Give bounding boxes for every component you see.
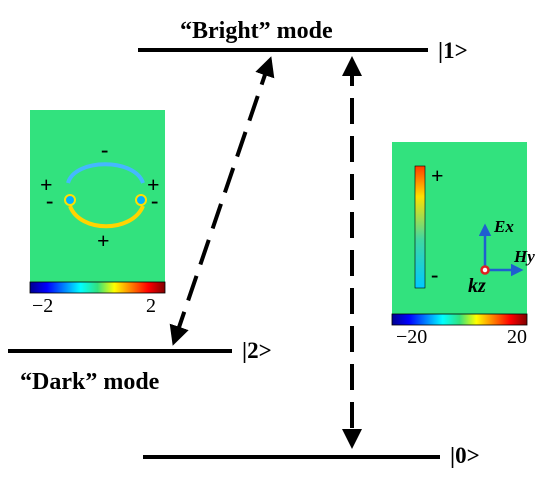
dark-mode-field-map: - + - + - + −2 2 xyxy=(29,110,166,317)
dark-sign-left-plus: + xyxy=(40,172,53,197)
dark-sign-top: - xyxy=(101,137,108,162)
kz-axis-label: kz xyxy=(468,275,486,297)
hy-axis-label: Hy xyxy=(513,247,535,266)
bright-map-background xyxy=(392,142,527,314)
bright-sign-plus: + xyxy=(431,163,444,188)
dark-state-label: |2> xyxy=(242,338,272,363)
bright-state-label: |1> xyxy=(438,38,468,63)
dark-colorbar-min: −2 xyxy=(32,295,53,317)
kz-axis-dot xyxy=(480,265,490,275)
bright-colorbar-max: 20 xyxy=(507,326,527,348)
dark-map-left-hotspot xyxy=(64,194,76,206)
bright-map-rod xyxy=(414,165,426,289)
dark-map-upper-arc xyxy=(66,162,145,184)
dark-map-right-hotspot xyxy=(135,194,147,206)
bright-sign-minus: - xyxy=(431,262,438,287)
dark-colorbar-max: 2 xyxy=(146,295,156,317)
bright-dark-coupling-arrow xyxy=(169,56,275,346)
dark-sign-right-plus: + xyxy=(147,172,160,197)
dark-mode-label: “Dark” mode xyxy=(20,369,160,395)
dark-colorbar xyxy=(29,281,166,294)
bright-colorbar xyxy=(391,313,528,326)
dark-sign-left-minus: - xyxy=(46,188,53,213)
dark-map-lower-arc xyxy=(68,205,145,229)
dark-sign-bottom: + xyxy=(97,228,110,253)
ground-state-label: |0> xyxy=(450,443,480,468)
bright-colorbar-min: −20 xyxy=(396,326,427,348)
bright-mode-label: “Bright” mode xyxy=(180,18,333,44)
ex-axis-label: Ex xyxy=(493,217,514,236)
dark-sign-right-minus: - xyxy=(151,188,158,213)
bright-mode-field-map: + - Ex Hy kz −20 20 xyxy=(391,142,535,348)
